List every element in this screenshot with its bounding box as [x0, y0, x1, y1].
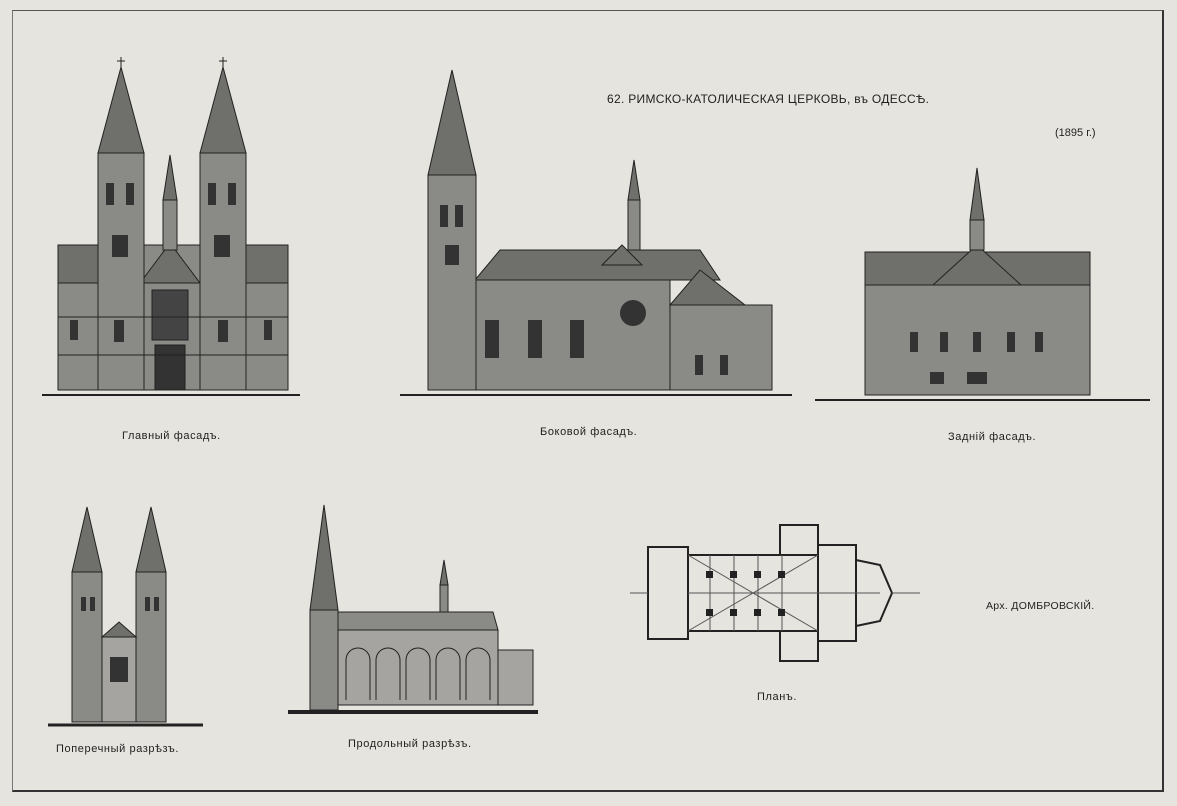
longitudinal-section-drawing: [288, 500, 538, 725]
cross-section-drawing: [48, 497, 203, 732]
side-facade-drawing: [400, 65, 792, 407]
architect-name: Арх. ДОМБРОВСКІЙ.: [986, 600, 1095, 612]
caption-rear-facade: Заднiй фасадъ.: [948, 431, 1037, 443]
caption-plan: Планъ.: [757, 691, 798, 703]
caption-main-facade: Главный фасадъ.: [122, 430, 221, 442]
rear-facade-drawing: [815, 160, 1150, 410]
floor-plan-drawing: [630, 515, 930, 675]
caption-longitudinal-section: Продольный разрѣзъ.: [348, 738, 472, 750]
caption-cross-section: Поперечный разрѣзъ.: [56, 743, 180, 755]
main-facade-drawing: [40, 55, 302, 407]
sheet-title: 62. РИМСКО-КАТОЛИЧЕСКАЯ ЦЕРКОВЬ, въ ОДЕС…: [607, 92, 930, 106]
caption-side-facade: Боковой фасадъ.: [540, 426, 638, 438]
sheet-year: (1895 г.): [1055, 127, 1096, 139]
sheet-border: [12, 10, 1164, 792]
